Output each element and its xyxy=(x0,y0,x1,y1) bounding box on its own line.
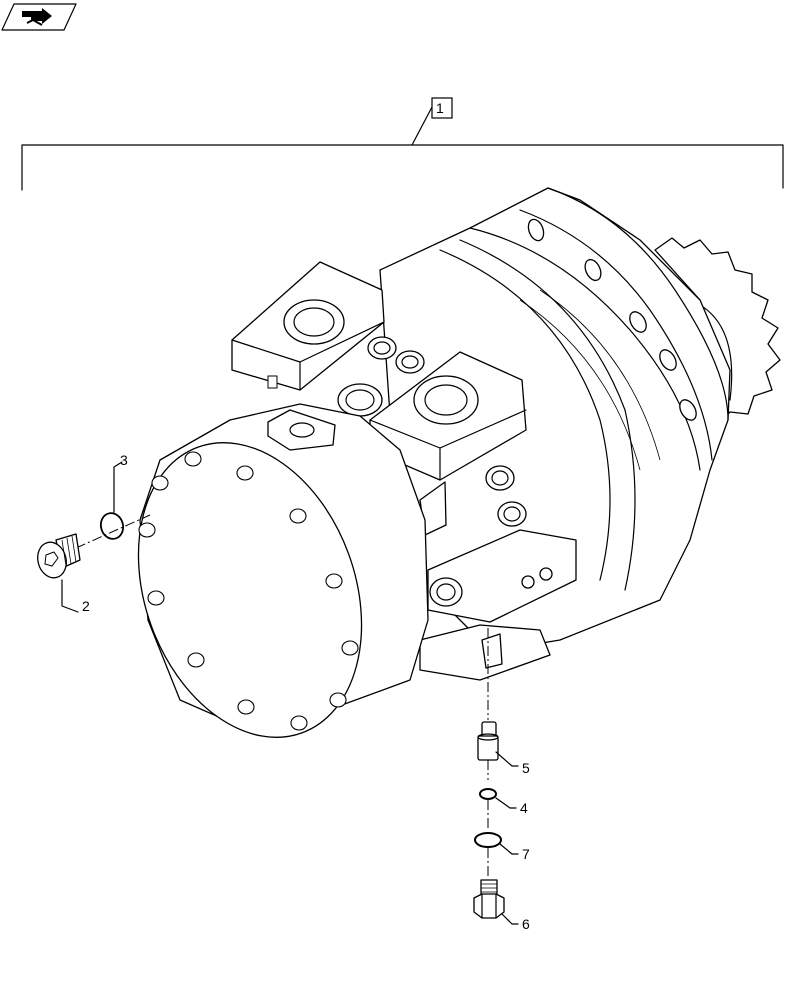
callout-6-label: 6 xyxy=(522,916,530,932)
callout-7-leader xyxy=(499,843,519,855)
callout-4-label: 4 xyxy=(520,800,528,816)
callout-1-label: 1 xyxy=(436,100,444,116)
hydraulic-motor-drawing xyxy=(137,187,781,738)
callout-2-leader xyxy=(61,579,79,613)
callout-2-label: 2 xyxy=(82,598,90,614)
lower-port-block xyxy=(427,529,577,623)
assembly-bracket xyxy=(21,97,784,191)
fitting xyxy=(477,721,499,761)
plug-small xyxy=(37,533,81,579)
callout-6-leader xyxy=(501,913,519,925)
callout-7-label: 7 xyxy=(522,846,530,862)
callout-3-label: 3 xyxy=(120,452,128,468)
washer xyxy=(479,788,497,800)
o-ring-large xyxy=(474,832,502,848)
callout-3-leader xyxy=(113,461,123,513)
callout-5-leader xyxy=(495,751,519,767)
callout-4-leader xyxy=(495,797,517,809)
callout-5-label: 5 xyxy=(522,760,530,776)
end-cover-disk xyxy=(137,403,429,738)
valve-block-upper-right xyxy=(369,351,527,481)
valve-block-upper-left xyxy=(231,261,385,391)
back-arrow-tab-icon[interactable] xyxy=(1,3,77,31)
o-ring-small xyxy=(99,512,125,540)
plug-large xyxy=(473,879,505,919)
centerline-left xyxy=(75,514,151,549)
